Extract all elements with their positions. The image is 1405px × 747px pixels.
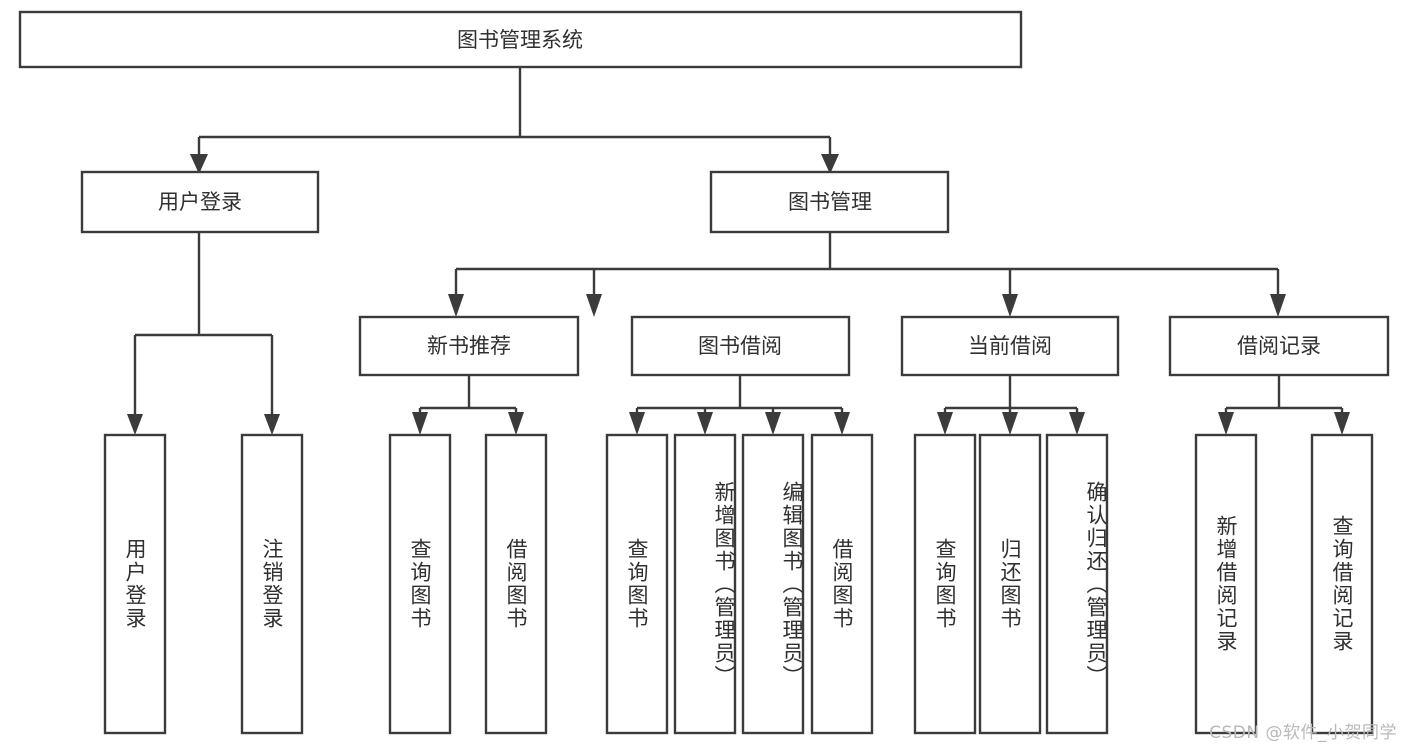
label-root: 图书管理系统 [457, 28, 583, 52]
arrow-head-leaf-current-borrow-1 [937, 412, 953, 435]
label-book-manage: 图书管理 [788, 190, 872, 214]
arrow-head-leaf-current-borrow-3 [1069, 412, 1085, 435]
node-box-user-login[interactable] [80, 170, 320, 234]
leaf-box-current-borrow-1[interactable] [978, 433, 1042, 735]
leaf-box-user-login-1[interactable] [240, 433, 304, 735]
label-current-borrow: 当前借阅 [968, 334, 1052, 358]
node-box-borrow-record[interactable] [1168, 315, 1390, 377]
leaf-box-borrow-record-1[interactable] [1310, 433, 1374, 735]
node-box-new-book[interactable] [358, 315, 580, 377]
leaf-box-borrow-record-0[interactable] [1194, 433, 1258, 735]
leaf-box-new-book-1[interactable] [484, 433, 548, 735]
leaf-box-borrow-book-3[interactable] [810, 433, 874, 735]
label-new-book: 新书推荐 [427, 334, 511, 358]
arrow-head-borrow-record [1270, 294, 1286, 317]
arrow-head-borrow-book [586, 294, 602, 317]
arrow-head-current-borrow [1002, 294, 1018, 317]
arrow-head-leaf-user-login-2 [264, 414, 280, 435]
node-box-root[interactable] [18, 10, 1023, 69]
arrow-head-leaf-new-book-1 [412, 412, 428, 435]
leaf-box-user-login-0[interactable] [103, 433, 167, 735]
node-boxes [18, 10, 1390, 735]
arrow-head-leaf-borrow-book-1 [629, 412, 645, 435]
label-borrow-record: 借阅记录 [1237, 334, 1321, 358]
arrow-head-book-manage [821, 154, 839, 174]
arrow-head-leaf-borrow-book-3 [765, 412, 781, 435]
node-labels: 图书管理系统 用户登录 图书管理 新书推荐 图书借阅 当前借阅 借阅记录 [158, 28, 1321, 358]
leaf-box-current-borrow-2[interactable] [1045, 433, 1109, 735]
arrow-head-leaf-current-borrow-2 [1002, 412, 1018, 435]
arrow-head-leaf-borrow-record-2 [1334, 412, 1350, 435]
node-box-book-manage[interactable] [709, 170, 950, 234]
leaf-box-borrow-book-0[interactable] [605, 433, 669, 735]
arrow-head-leaf-borrow-book-2 [697, 412, 713, 435]
leaf-box-new-book-0[interactable] [388, 433, 452, 735]
arrow-head-leaf-user-login-1 [127, 414, 143, 435]
label-borrow-book: 图书借阅 [698, 334, 782, 358]
arrow-head-leaf-borrow-book-4 [834, 412, 850, 435]
arrow-head-new-book [448, 294, 464, 317]
label-user-login: 用户登录 [158, 190, 242, 214]
arrow-head-leaf-new-book-2 [508, 412, 524, 435]
csdn-watermark: CSDN @软件_小贺同学 [1209, 723, 1397, 743]
leaf-box-borrow-book-2[interactable] [741, 433, 805, 735]
arrow-head-user-login [190, 154, 208, 174]
leaf-box-current-borrow-0[interactable] [913, 433, 977, 735]
leaf-box-borrow-book-1[interactable] [673, 433, 737, 735]
arrow-head-leaf-borrow-record-1 [1218, 412, 1234, 435]
node-box-current-borrow[interactable] [900, 315, 1120, 377]
node-box-borrow-book[interactable] [630, 315, 851, 377]
connectors [127, 67, 1350, 435]
